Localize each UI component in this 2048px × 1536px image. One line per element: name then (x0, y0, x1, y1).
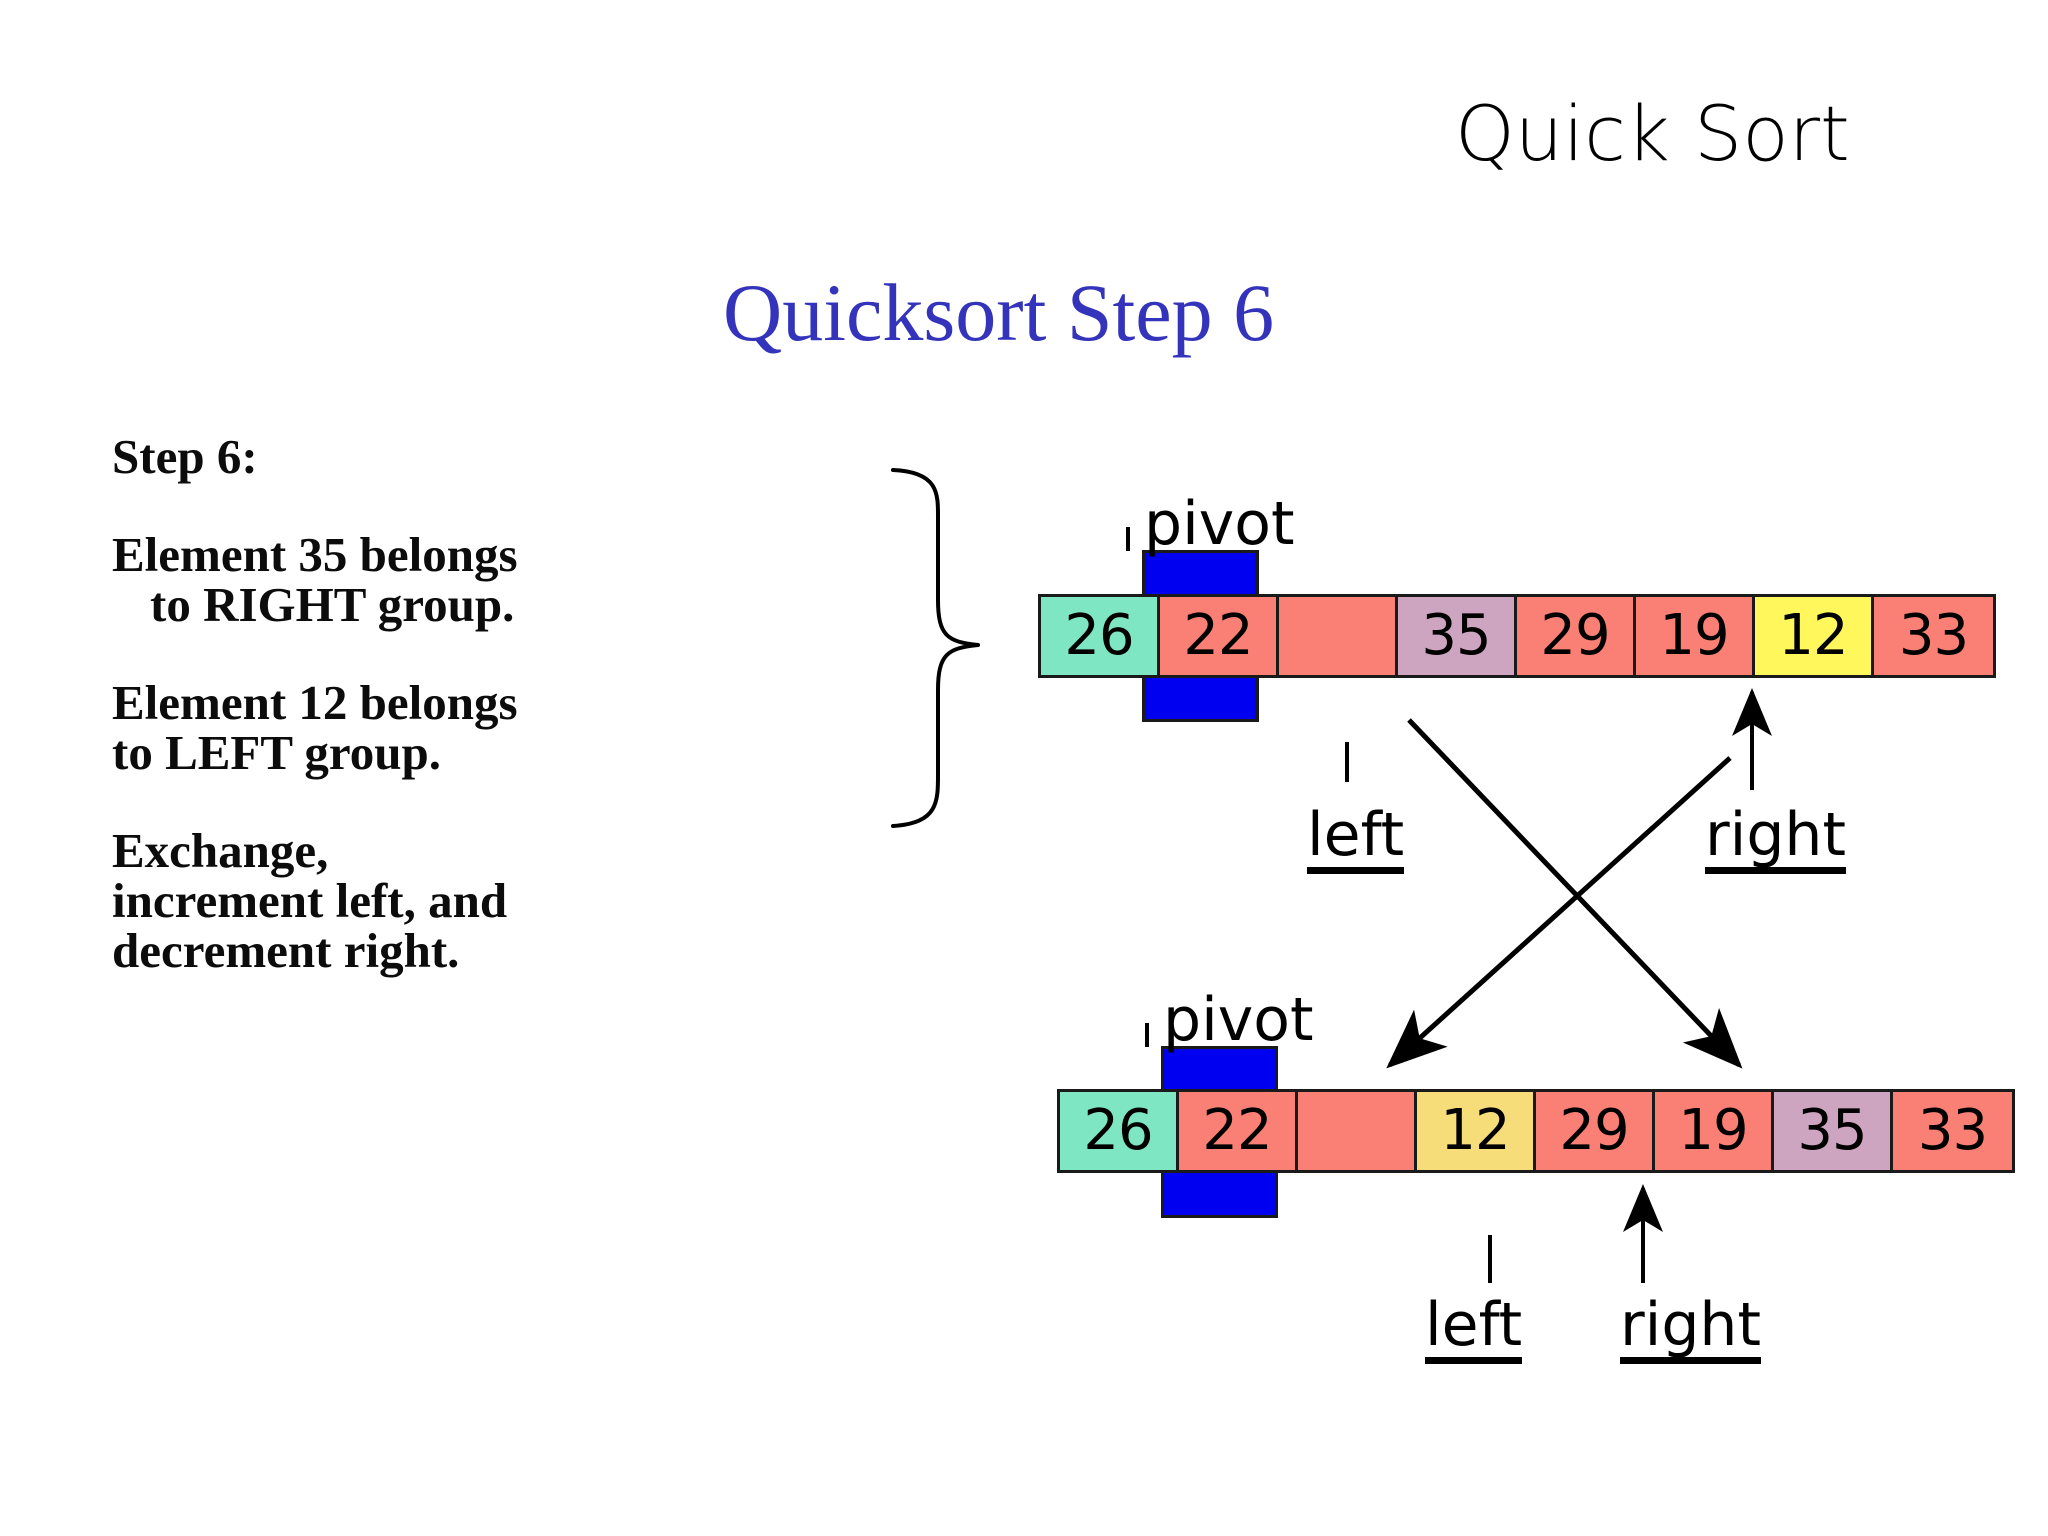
explanation-paragraph: Element 12 belongs to LEFT group. (112, 674, 732, 780)
array-cell: 12 (1417, 1092, 1536, 1170)
array-cell: 12 (1755, 597, 1874, 675)
array-cell (1298, 1092, 1417, 1170)
left-pointer-stem-row1 (1345, 742, 1349, 782)
explanation-paragraph: Exchange, increment left, and decrement … (112, 822, 732, 978)
explanation-line: Element 12 belongs (112, 674, 518, 730)
right-pointer-label-row2: right (1620, 1295, 1761, 1364)
explanation-line: Exchange, (112, 822, 329, 878)
left-pointer-label-row2: left (1425, 1295, 1523, 1364)
array-cell: 22 (1160, 597, 1279, 675)
array-cell: 33 (1893, 1092, 2012, 1170)
array-cell: 35 (1398, 597, 1517, 675)
explanation-text: Step 6: Element 35 belongs to RIGHT grou… (112, 432, 732, 976)
explanation-line: to LEFT group. (112, 724, 442, 780)
right-pointer-label-row1: right (1705, 805, 1846, 874)
array-cell: 19 (1655, 1092, 1774, 1170)
explanation-paragraph: Step 6: (112, 432, 732, 482)
explanation-line: Step 6: (112, 429, 258, 484)
array-cell: 22 (1179, 1092, 1298, 1170)
left-pointer-label-row1: left (1307, 805, 1405, 874)
array-row-after-exchange: 26 22 12 29 19 35 33 (1057, 1089, 2015, 1173)
array-cell (1279, 597, 1398, 675)
step-heading: Quicksort Step 6 (723, 267, 1275, 358)
curly-brace (891, 468, 980, 828)
exchange-arrow-12 (1386, 756, 1732, 1069)
exchange-arrow-35 (1407, 718, 1743, 1069)
pivot-label-row1: pivot (1144, 489, 1295, 559)
array-cell: 26 (1041, 597, 1160, 675)
array-cell: 26 (1060, 1092, 1179, 1170)
explanation-line: Element 35 belongs (112, 526, 518, 582)
left-pointer-stem-row2 (1488, 1235, 1492, 1283)
explanation-line: to RIGHT group. (150, 576, 515, 632)
array-cell: 33 (1874, 597, 1993, 675)
array-cell: 19 (1636, 597, 1755, 675)
array-cell: 35 (1774, 1092, 1893, 1170)
pivot-label-row2: pivot (1163, 985, 1314, 1055)
explanation-line: increment left, and (112, 872, 508, 928)
array-row-before-exchange: 26 22 35 29 19 12 33 (1038, 594, 1996, 678)
array-cell: 29 (1517, 597, 1636, 675)
explanation-line: decrement right. (112, 922, 460, 978)
page-title: Quick Sort (1455, 89, 1850, 178)
pivot-tick-row1 (1126, 527, 1130, 551)
pivot-tick-row2 (1145, 1023, 1149, 1047)
explanation-paragraph: Element 35 belongs to RIGHT group. (112, 526, 732, 632)
array-cell: 29 (1536, 1092, 1655, 1170)
